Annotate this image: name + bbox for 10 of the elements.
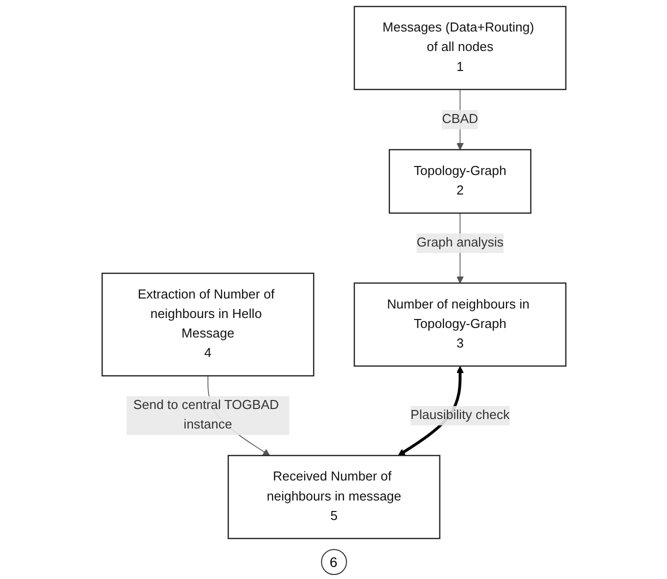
node-box: Received Number of neighbours in message 5 bbox=[227, 454, 440, 540]
node-box: Topology-Graph 2 bbox=[388, 149, 531, 214]
step-number: 6 bbox=[320, 549, 346, 575]
edge-label: CBAD bbox=[442, 112, 478, 126]
edge-label: Plausibility check bbox=[410, 408, 510, 422]
node-box: Extraction of Number of neighbours in Hello Message 4 bbox=[101, 272, 314, 376]
edge-label: Graph analysis bbox=[416, 236, 503, 250]
edge-label: Send to central TOGBAD instance bbox=[132, 398, 278, 432]
node-box: Messages (Data+Routing) of all nodes 1 bbox=[353, 6, 566, 90]
node-box: Number of neighbours in Topology-Graph 3 bbox=[353, 282, 566, 367]
